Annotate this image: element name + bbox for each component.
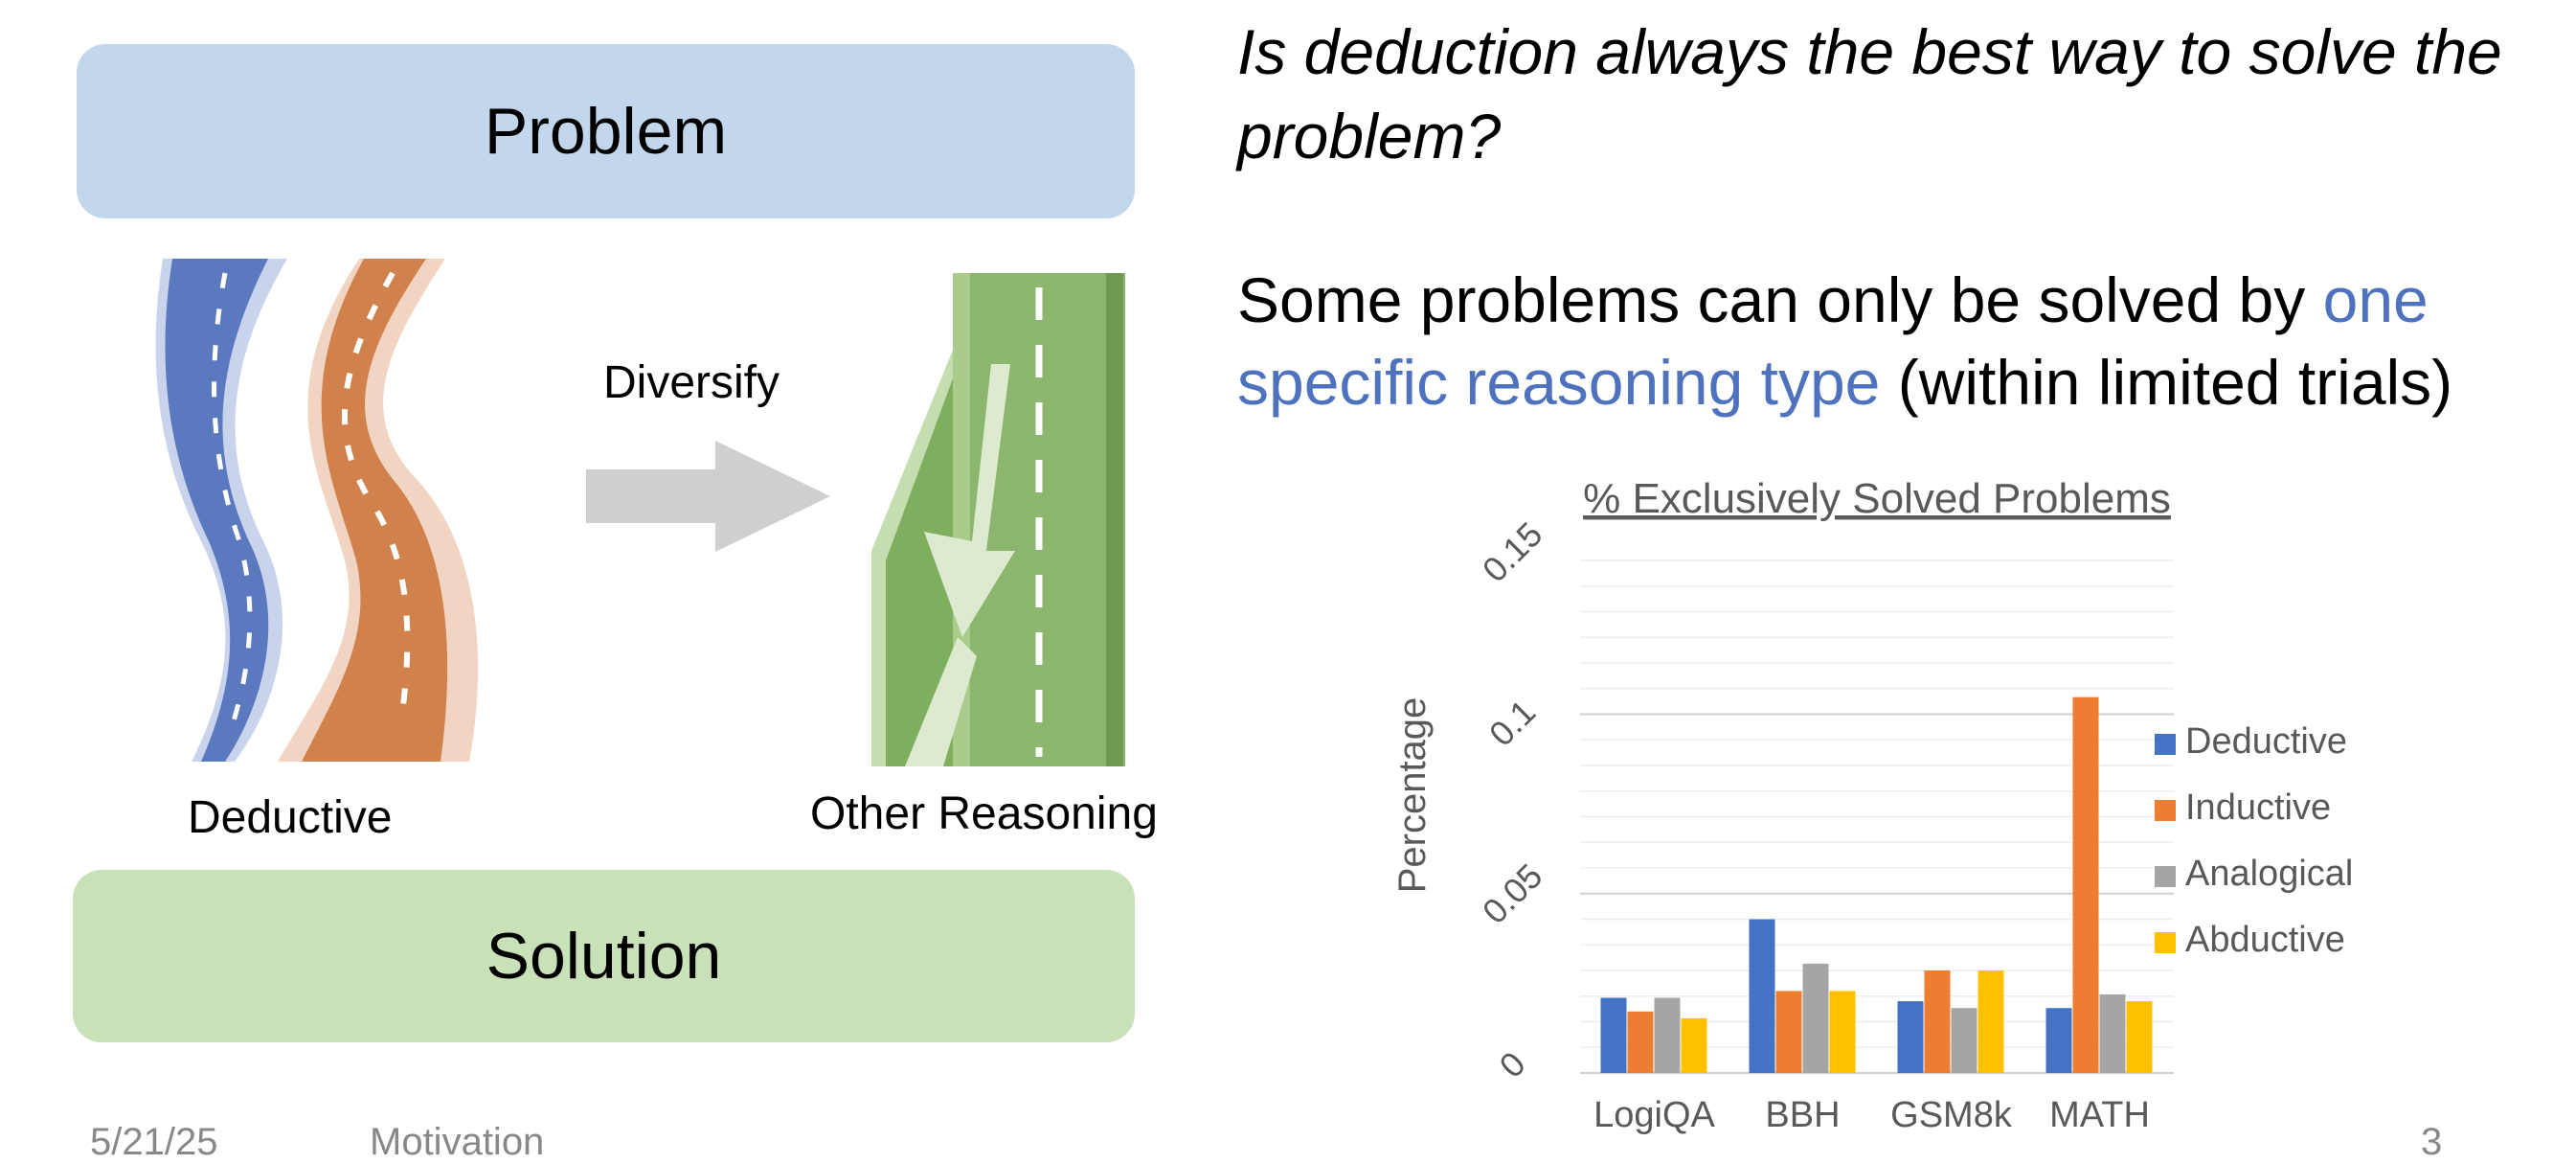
- other-reasoning-road-illustration: [871, 273, 1125, 766]
- legend-label-analogical: Analogical: [2185, 854, 2353, 894]
- question-text: Is deduction always the best way to solv…: [1237, 16, 2502, 171]
- bar-deductive-gsm8k: [1897, 1001, 1924, 1073]
- bar-abductive-bbh: [1829, 991, 1856, 1073]
- y-tick-label: 0.05: [1475, 856, 1550, 932]
- problem-label: Problem: [484, 95, 728, 168]
- y-tick-label: 0.1: [1481, 692, 1543, 753]
- claim-highlight: one specific reasoning type: [1237, 264, 2429, 418]
- problem-box: Problem: [77, 44, 1135, 218]
- y-tick-label: 0: [1492, 1044, 1533, 1085]
- legend-label-inductive: Inductive: [2185, 787, 2331, 828]
- bar-abductive-math: [2126, 1001, 2153, 1073]
- diversify-label: Diversify: [603, 357, 780, 408]
- y-tick-label: 0.15: [1475, 514, 1550, 590]
- legend-swatch-deductive: [2155, 734, 2176, 755]
- bar-analogical-logiqa: [1654, 997, 1681, 1073]
- bar-chart: % Exclusively Solved Problems 0 0.05 0.1 0.…: [1391, 475, 2353, 1135]
- bar-analogical-math: [2099, 993, 2126, 1073]
- legend-swatch-analogical: [2155, 866, 2176, 887]
- claim-text: Some problems can only be solved by one …: [1237, 259, 2568, 423]
- bar-analogical-gsm8k: [1951, 1008, 1977, 1073]
- solution-label: Solution: [486, 920, 722, 993]
- bar-deductive-math: [2045, 1008, 2072, 1073]
- bar-analogical-bbh: [1802, 963, 1829, 1073]
- x-tick-label: BBH: [1765, 1095, 1840, 1135]
- bar-deductive-bbh: [1749, 919, 1775, 1073]
- y-axis-label: Percentage: [1391, 697, 1434, 894]
- bar-inductive-gsm8k: [1924, 970, 1951, 1073]
- bar-abductive-gsm8k: [1977, 970, 2004, 1073]
- deductive-roads-illustration: [155, 259, 479, 762]
- bar-abductive-logiqa: [1681, 1017, 1707, 1073]
- x-tick-label: MATH: [2049, 1095, 2150, 1135]
- footer-section: Motivation: [370, 1121, 545, 1163]
- footer-date: 5/21/25: [90, 1121, 218, 1163]
- x-tick-label: GSM8k: [1890, 1095, 2013, 1135]
- bar-inductive-bbh: [1775, 991, 1802, 1073]
- diversify-arrow: [586, 441, 830, 552]
- legend-label-abductive: Abductive: [2185, 920, 2345, 960]
- footer-page-number: 3: [2421, 1121, 2443, 1163]
- bar-inductive-math: [2072, 696, 2099, 1073]
- deductive-label: Deductive: [188, 792, 393, 843]
- legend-label-deductive: Deductive: [2185, 721, 2347, 762]
- legend-swatch-abductive: [2155, 932, 2176, 953]
- legend-swatch-inductive: [2155, 800, 2176, 821]
- bar-inductive-logiqa: [1627, 1011, 1654, 1073]
- x-tick-label: LogiQA: [1593, 1095, 1715, 1135]
- bar-deductive-logiqa: [1600, 997, 1627, 1073]
- other-reasoning-label: Other Reasoning: [810, 788, 1158, 839]
- claim-prefix: Some problems can only be solved by: [1237, 264, 2323, 335]
- claim-suffix: (within limited trials): [1880, 347, 2453, 418]
- chart-title: % Exclusively Solved Problems: [1583, 475, 2171, 522]
- solution-box: Solution: [73, 870, 1135, 1042]
